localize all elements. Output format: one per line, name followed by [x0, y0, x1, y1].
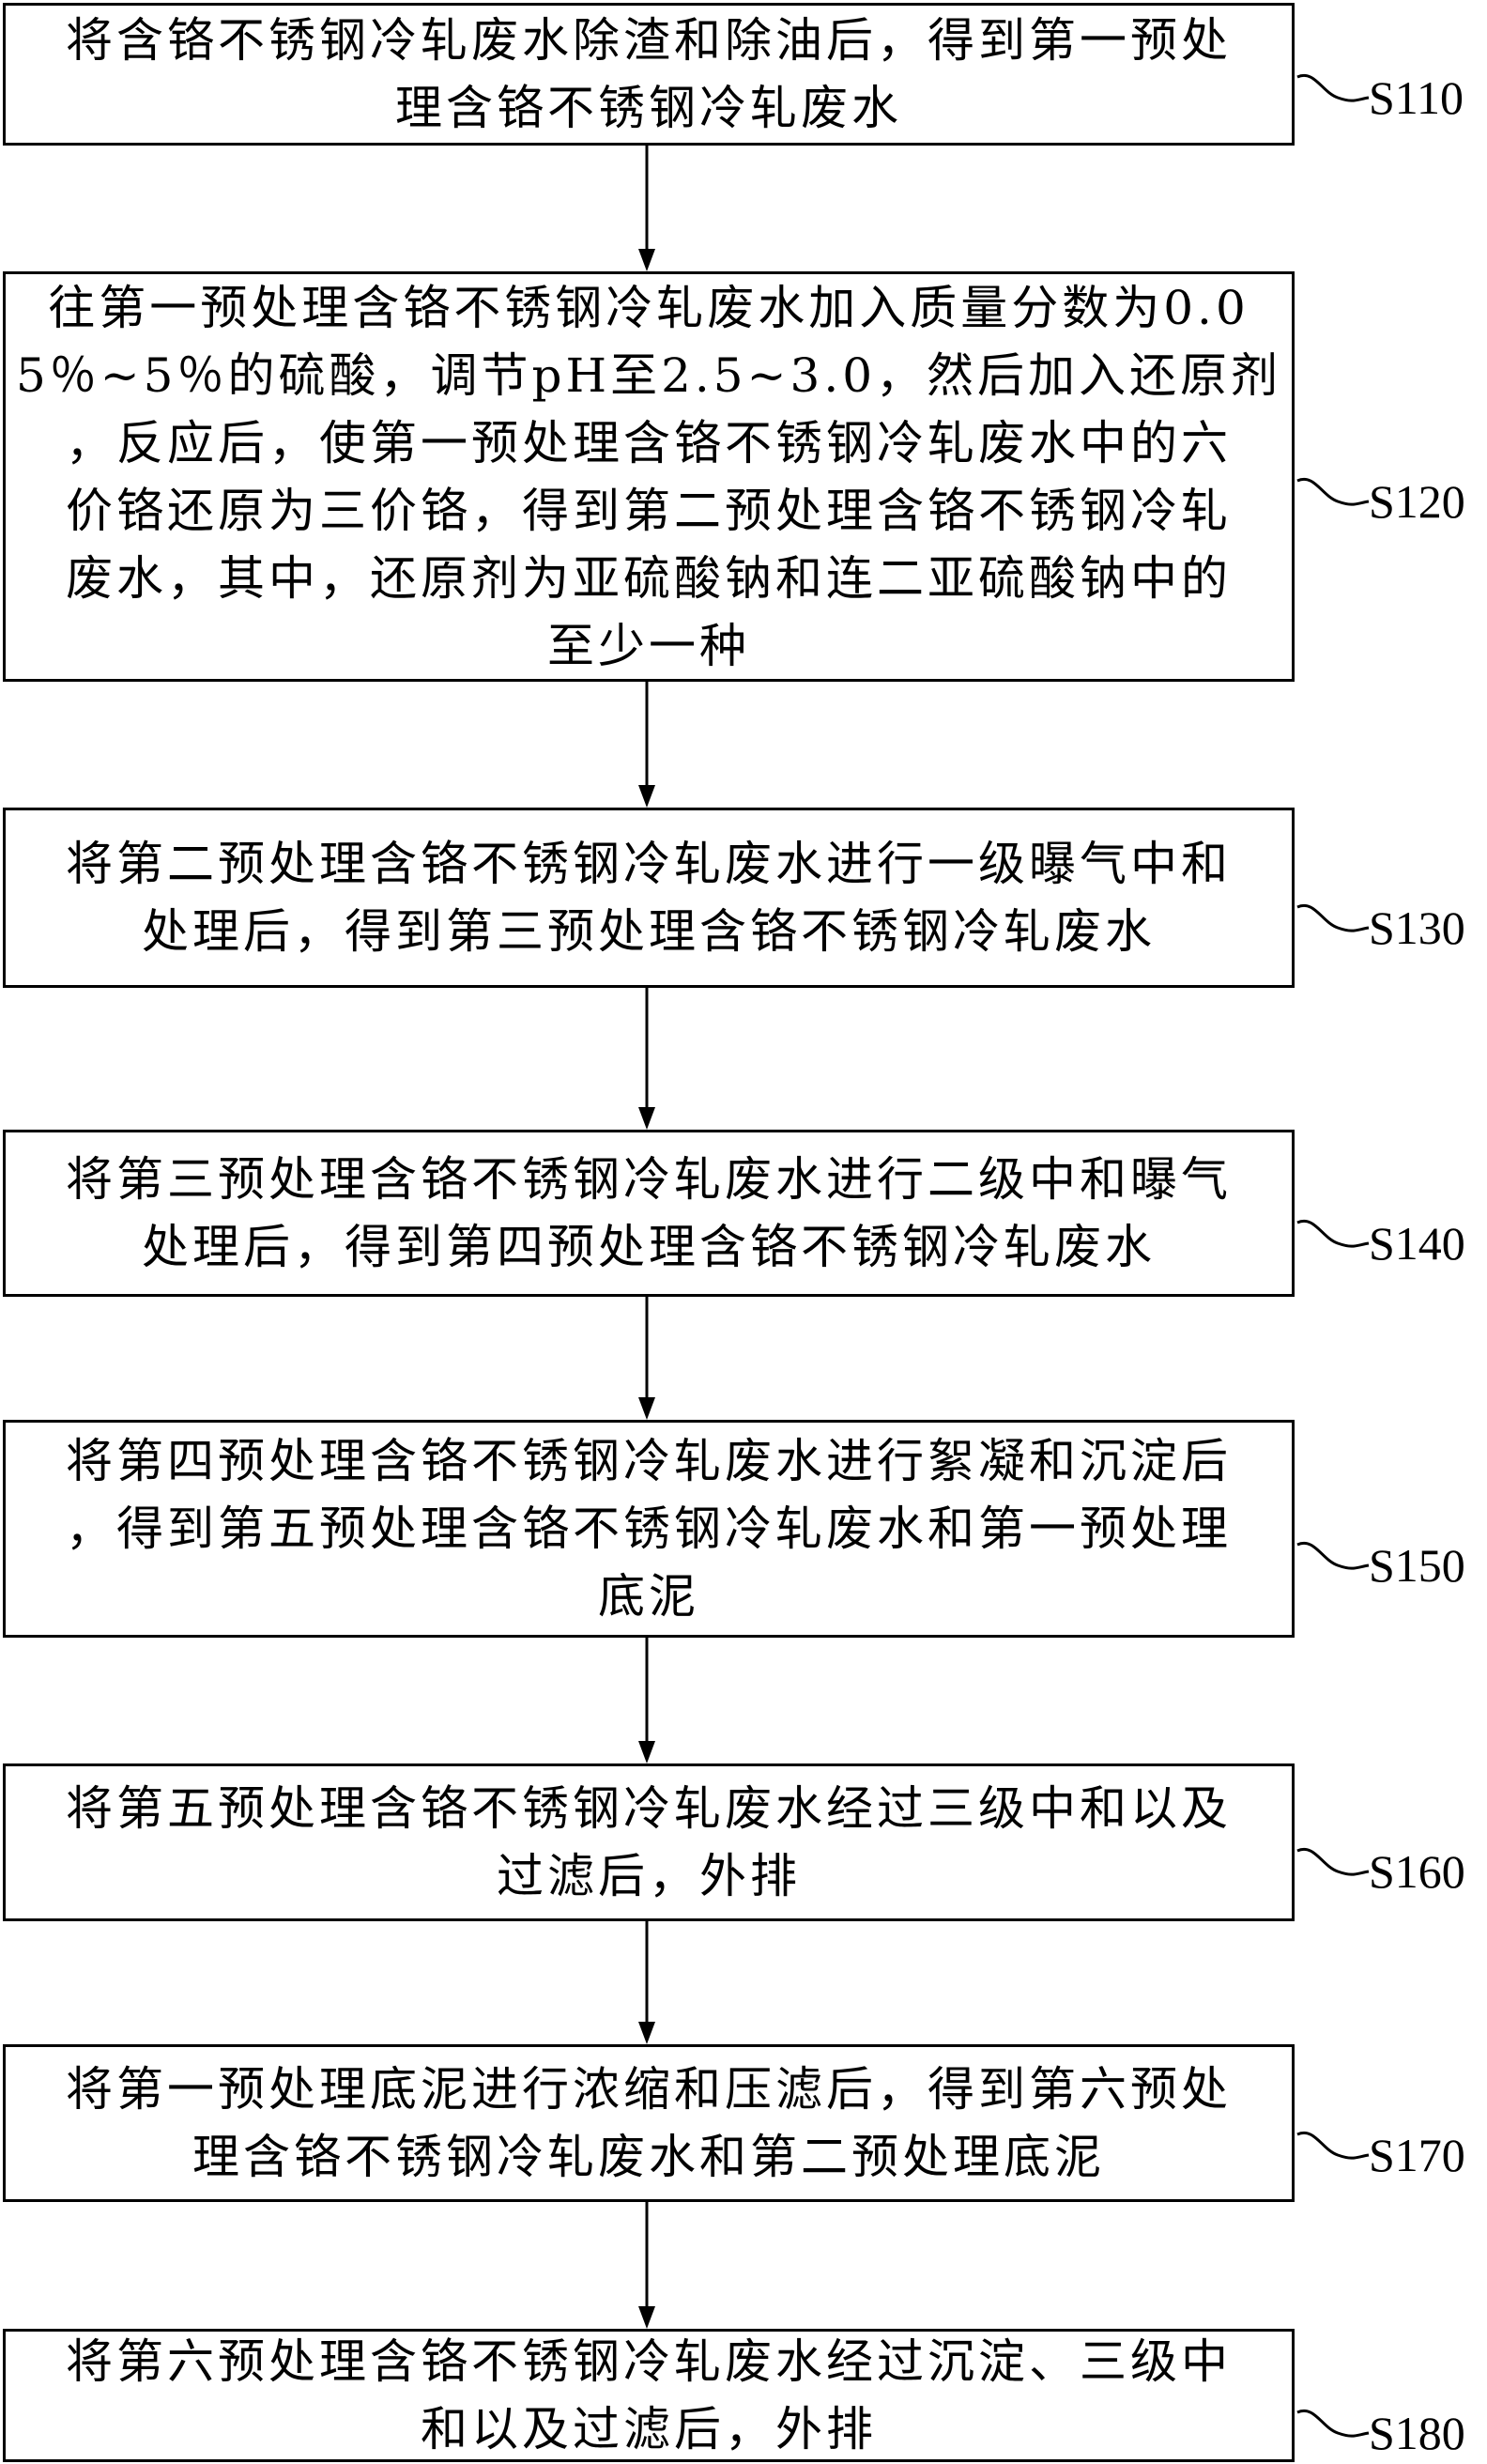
step-label-s150: S150: [1369, 1539, 1465, 1592]
arrowhead-icon: [638, 249, 655, 271]
step-text-line: 将含铬不锈钢冷轧废水除渣和除油后，得到第一预处: [66, 13, 1232, 68]
label-leader-line: [1296, 1219, 1370, 1248]
step-box-s140: 将第三预处理含铬不锈钢冷轧废水进行二级中和曝气处理后，得到第四预处理含铬不锈钢冷…: [3, 1130, 1295, 1297]
label-leader-line: [1296, 903, 1370, 932]
step-label-s110: S110: [1369, 71, 1464, 124]
step-label-s140: S140: [1369, 1217, 1465, 1270]
step-text-line: ，得到第五预处理含铬不锈钢冷轧废水和第一预处理: [66, 1502, 1232, 1556]
label-leader-line: [1296, 2409, 1370, 2438]
step-text-line: 废水，其中，还原剂为亚硫酸钠和连二亚硫酸钠中的: [66, 550, 1232, 606]
step-text-line: 至少一种: [547, 618, 750, 673]
label-leader-line: [1296, 2131, 1370, 2160]
step-text-line: 往第一预处理含铬不锈钢冷轧废水加入质量分数为0.0: [48, 280, 1249, 335]
step-text-line: 理含铬不锈钢冷轧废水和第二预处理底泥: [192, 2130, 1105, 2184]
arrowhead-icon: [638, 1107, 655, 1130]
step-box-s130: 将第二预处理含铬不锈钢冷轧废水进行一级曝气中和处理后，得到第三预处理含铬不锈钢冷…: [3, 808, 1295, 988]
step-text-line: 将第四预处理含铬不锈钢冷轧废水进行絮凝和沉淀后: [66, 1434, 1232, 1488]
arrowhead-icon: [638, 2022, 655, 2044]
step-box-s150: 将第四预处理含铬不锈钢冷轧废水进行絮凝和沉淀后 ，得到第五预处理含铬不锈钢冷轧废水…: [3, 1420, 1295, 1638]
step-text-line: 将第一预处理底泥进行浓缩和压滤后，得到第六预处: [66, 2062, 1232, 2117]
step-label-s170: S170: [1369, 2129, 1465, 2181]
step-text-line: 底泥: [598, 1569, 699, 1624]
step-box-s160: 将第五预处理含铬不锈钢冷轧废水经过三级中和以及过滤后，外排: [3, 1763, 1295, 1921]
label-leader-line: [1296, 1541, 1370, 1570]
arrowhead-icon: [638, 2306, 655, 2329]
step-text-line: 理含铬不锈钢冷轧废水: [395, 81, 902, 135]
step-label-s120: S120: [1369, 475, 1465, 528]
arrowhead-icon: [638, 785, 655, 808]
step-box-s120: 往第一预处理含铬不锈钢冷轧废水加入质量分数为0.0 5％~5％的硫酸，调节pH至2…: [3, 271, 1295, 682]
step-text-line: 将第五预处理含铬不锈钢冷轧废水经过三级中和以及: [66, 1781, 1232, 1836]
label-leader-line: [1296, 477, 1370, 506]
step-label-s130: S130: [1369, 901, 1465, 954]
step-box-s180: 将第六预处理含铬不锈钢冷轧废水经过沉淀、三级中和以及过滤后，外排: [3, 2329, 1295, 2462]
arrowhead-icon: [638, 1741, 655, 1763]
step-text-line: 过滤后，外排: [497, 1849, 801, 1903]
step-text-line: 处理后，得到第三预处理含铬不锈钢冷轧废水: [142, 904, 1156, 959]
arrowhead-icon: [638, 1397, 655, 1420]
step-box-s170: 将第一预处理底泥进行浓缩和压滤后，得到第六预处理含铬不锈钢冷轧废水和第二预处理底…: [3, 2044, 1295, 2202]
step-text-line: 将第三预处理含铬不锈钢冷轧废水进行二级中和曝气: [66, 1152, 1232, 1207]
step-text-line: 处理后，得到第四预处理含铬不锈钢冷轧废水: [142, 1220, 1156, 1274]
step-text-line: 将第二预处理含铬不锈钢冷轧废水进行一级曝气中和: [66, 837, 1232, 891]
step-label-s160: S160: [1369, 1845, 1465, 1898]
step-text-line: 价铬还原为三价铬，得到第二预处理含铬不锈钢冷轧: [66, 483, 1232, 538]
step-box-s110: 将含铬不锈钢冷轧废水除渣和除油后，得到第一预处理含铬不锈钢冷轧废水: [3, 3, 1295, 146]
step-text-line: 将第六预处理含铬不锈钢冷轧废水经过沉淀、三级中: [66, 2334, 1232, 2389]
label-leader-line: [1296, 1847, 1370, 1876]
step-text-line: 和以及过滤后，外排: [421, 2402, 877, 2456]
step-text-line: ，反应后，使第一预处理含铬不锈钢冷轧废水中的六: [66, 415, 1232, 470]
step-label-s180: S180: [1369, 2407, 1465, 2459]
label-leader-line: [1296, 73, 1370, 102]
step-text-line: 5％~5％的硫酸，调节pH至2.5~3.0，然后加入还原剂: [15, 347, 1282, 403]
